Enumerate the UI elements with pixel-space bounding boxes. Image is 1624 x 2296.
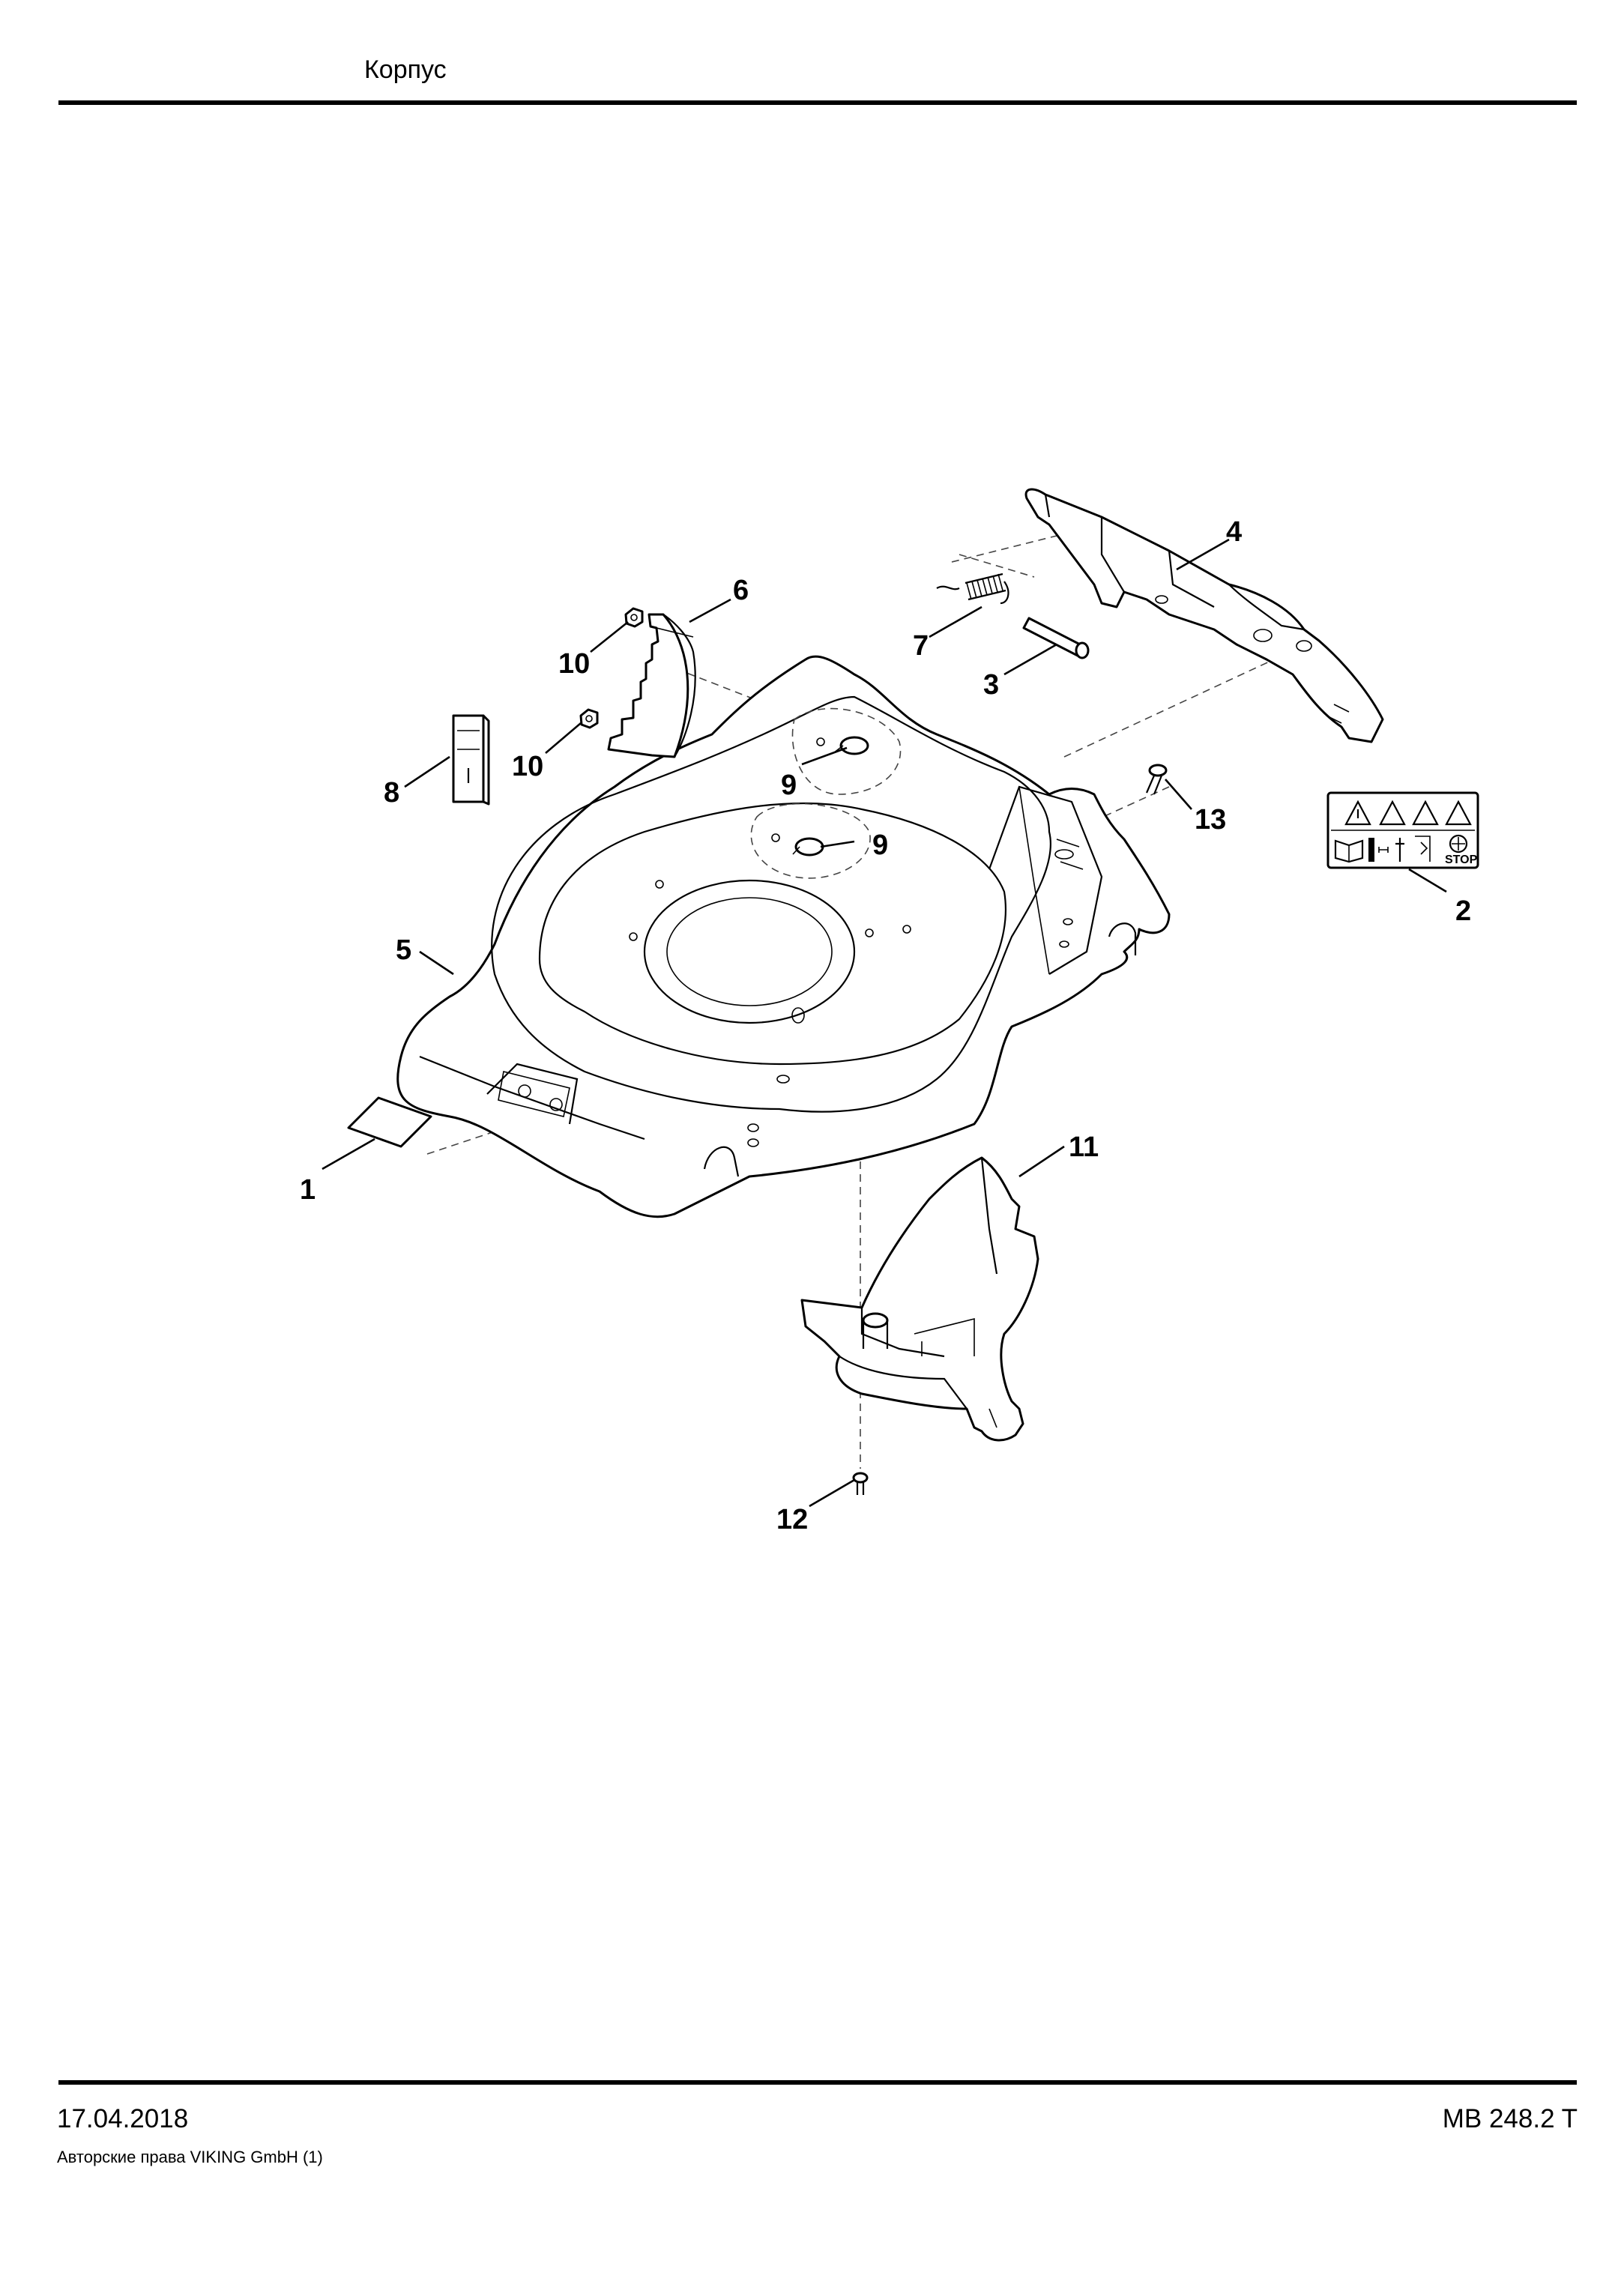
callout-1: 1 [300,1174,316,1206]
callout-12: 12 [776,1504,808,1535]
callout-2: 2 [1455,895,1471,927]
part-5-deck-housing [396,655,1171,1218]
part-6-height-quadrant [607,613,696,758]
callout-9-lower: 9 [872,830,888,861]
footer-model: MB 248.2 T [1442,2104,1578,2133]
part-10-nut-upper [624,607,644,628]
part-4-rear-flap [1024,488,1384,743]
footer-copyright: Авторские права VIKING GmbH (1) [57,2148,323,2166]
callout-6: 6 [733,575,749,606]
callout-4: 4 [1226,516,1242,548]
leader-lines [322,538,1447,1508]
callout-7: 7 [913,630,929,662]
stop-blade-icon [1449,834,1468,854]
warning-triangle-icon [1344,800,1472,826]
callout-5: 5 [396,934,411,966]
part-2-warning-decal: STOP [1326,791,1479,869]
page-title: Корпус [364,55,447,84]
callout-3: 3 [983,669,999,701]
part-3-axle-pin [1022,617,1090,659]
part-10-nut-lower [579,708,599,729]
callout-13: 13 [1195,804,1226,836]
footer-date: 17.04.2018 [57,2104,189,2133]
manual-book-icon [1334,839,1364,863]
callout-8: 8 [384,777,399,809]
callout-labels: 1 2 3 4 5 6 7 8 9 9 10 10 11 12 13 [300,516,1471,1535]
callout-11: 11 [1069,1132,1099,1163]
maintenance-icon [1415,836,1431,862]
part-8-label-tag [452,714,490,806]
callout-9-upper: 9 [781,770,797,801]
callout-10-lower: 10 [512,751,543,782]
header-rule [58,100,1577,105]
footer-rule [58,2080,1577,2085]
person-distance-icon [1368,838,1404,862]
decal-stop-text: STOP [1445,854,1478,866]
part-12-screw [852,1472,869,1495]
part-1-label-sticker [347,1096,432,1148]
part-11-side-deflector [800,1156,1039,1442]
part-13-screw [1145,764,1168,795]
part-9-mount-areas [750,707,902,879]
part-7-torsion-spring [936,573,1009,605]
callout-10-upper: 10 [558,648,590,680]
